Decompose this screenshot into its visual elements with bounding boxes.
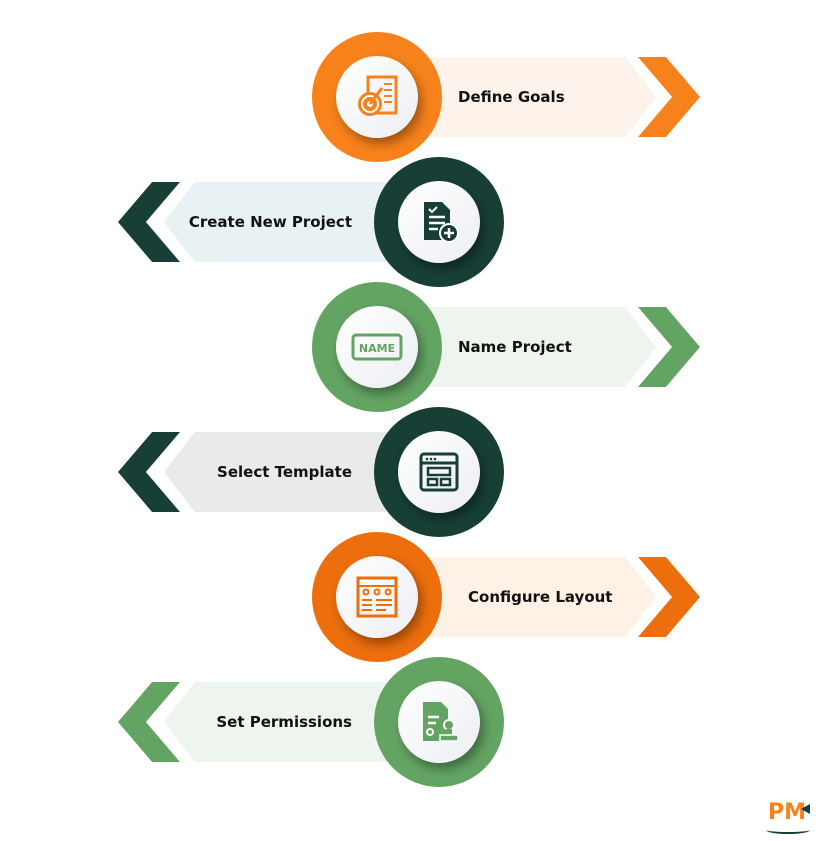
step-circle [312, 32, 442, 162]
step-define-goals: Define Goals [0, 32, 818, 176]
step-label: Set Permissions [216, 713, 352, 731]
logo-arrow-icon [801, 804, 810, 814]
step-label: Select Template [217, 463, 352, 481]
name-tag-icon: NAME [351, 333, 403, 361]
step-banner [400, 57, 656, 137]
logo-smile [766, 826, 810, 834]
step-label: Create New Project [188, 213, 352, 231]
step-circle [374, 657, 504, 787]
step-circle [374, 407, 504, 537]
step-select-template: Select Template [0, 407, 818, 551]
svg-text:NAME: NAME [359, 342, 395, 355]
step-circle: NAME [312, 282, 442, 412]
step-create-new-project: Create New Project [0, 157, 818, 301]
step-banner [400, 557, 656, 637]
step-label: Define Goals [458, 88, 565, 106]
add-document-icon [424, 202, 459, 243]
goal-target-icon [358, 75, 398, 116]
layout-grid-icon [356, 576, 398, 618]
pm-logo: PM [766, 800, 810, 834]
step-set-permissions: Set Permissions [0, 657, 818, 801]
step-circle [374, 157, 504, 287]
step-label: Name Project [458, 338, 572, 356]
step-configure-layout: Configure Layout [0, 532, 818, 676]
step-banner [400, 307, 656, 387]
step-name-project: Name Project NAME [0, 282, 818, 426]
step-circle [312, 532, 442, 662]
step-label: Configure Layout [468, 588, 613, 606]
template-window-icon [419, 452, 459, 492]
stamp-document-icon [423, 702, 459, 742]
